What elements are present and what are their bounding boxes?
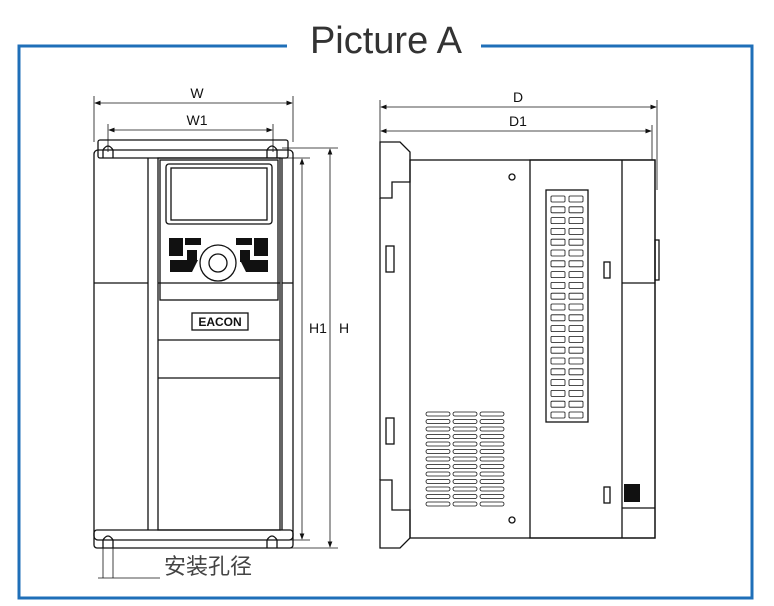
vent-slat bbox=[452, 434, 478, 439]
vent-slat bbox=[479, 486, 505, 492]
vent-slat bbox=[425, 449, 451, 454]
vent-slot bbox=[568, 238, 584, 246]
vent-slat bbox=[452, 486, 478, 492]
vent-slat bbox=[425, 441, 451, 447]
vent-slot bbox=[568, 325, 584, 333]
vent-slat bbox=[479, 471, 505, 477]
vent-slat bbox=[452, 441, 478, 447]
vent-slot bbox=[550, 195, 566, 203]
vent-slot bbox=[568, 314, 584, 322]
vent-slat bbox=[452, 456, 478, 462]
vent-slot bbox=[568, 281, 584, 289]
vent-slot bbox=[550, 335, 566, 343]
vent-slat bbox=[452, 464, 478, 469]
vent-slot bbox=[550, 303, 566, 311]
vent-slot bbox=[568, 271, 584, 279]
vent-slat bbox=[425, 464, 451, 469]
vent-slot bbox=[550, 292, 566, 300]
vent-slot bbox=[568, 379, 584, 387]
vent-slot bbox=[568, 217, 584, 225]
vent-slat bbox=[425, 434, 451, 439]
mount-hole-label: 安装孔径 bbox=[164, 555, 252, 580]
keypad bbox=[169, 238, 268, 282]
vent-slat bbox=[479, 434, 505, 439]
vent-slat bbox=[452, 411, 478, 417]
vent-slat bbox=[479, 456, 505, 462]
vent-slot bbox=[550, 314, 566, 322]
vent-slot bbox=[568, 206, 584, 214]
vent-slot bbox=[568, 411, 584, 419]
vent-slot bbox=[550, 357, 566, 365]
vent-slat bbox=[425, 501, 451, 507]
dim-w1-label: W1 bbox=[187, 112, 208, 128]
vent-slot bbox=[568, 389, 584, 397]
vent-slot bbox=[550, 368, 566, 376]
front-view: EACON W W1 H1 H 安装孔径 bbox=[93, 85, 349, 580]
vent-slot bbox=[568, 357, 584, 365]
vent-slat bbox=[425, 479, 451, 484]
vent-slat bbox=[425, 471, 451, 477]
vent-slat bbox=[452, 501, 478, 507]
vent-slat bbox=[452, 471, 478, 477]
vent-slot bbox=[550, 206, 566, 214]
vent-slat bbox=[452, 426, 478, 432]
vent-slot bbox=[550, 400, 566, 408]
vent-slot bbox=[550, 379, 566, 387]
vent-slat bbox=[425, 419, 451, 424]
vent-slat bbox=[479, 441, 505, 447]
vent-slot bbox=[568, 368, 584, 376]
vent-slot bbox=[568, 249, 584, 257]
vent-slot bbox=[568, 260, 584, 268]
frame-border bbox=[17, 44, 754, 600]
vent-slat bbox=[479, 494, 505, 499]
vent-slat bbox=[425, 486, 451, 492]
vent-slot bbox=[568, 346, 584, 354]
dim-h1-label: H1 bbox=[309, 320, 327, 336]
vent-slot bbox=[568, 195, 584, 203]
vent-slat bbox=[479, 464, 505, 469]
dim-d1-label: D1 bbox=[509, 113, 527, 129]
vent-slot bbox=[568, 292, 584, 300]
dim-d-label: D bbox=[513, 89, 523, 105]
vent-slat bbox=[479, 411, 505, 417]
vent-slat bbox=[452, 479, 478, 484]
vent-slat bbox=[479, 479, 505, 484]
vent-slot bbox=[550, 271, 566, 279]
picture-title: Picture A bbox=[310, 20, 463, 62]
vent-slat bbox=[452, 419, 478, 424]
vent-slats bbox=[425, 411, 505, 507]
vent-slat bbox=[479, 449, 505, 454]
vent-slot bbox=[568, 303, 584, 311]
vent-slot bbox=[550, 346, 566, 354]
brand-logo: EACON bbox=[198, 315, 241, 329]
vent-slot bbox=[550, 260, 566, 268]
vent-slot bbox=[550, 325, 566, 333]
dim-w-label: W bbox=[190, 85, 204, 101]
vent-slat bbox=[425, 494, 451, 499]
vent-slot bbox=[550, 227, 566, 235]
vent-slat bbox=[425, 456, 451, 462]
vent-slat bbox=[479, 426, 505, 432]
vent-slot bbox=[568, 227, 584, 235]
vent-grille bbox=[550, 195, 584, 419]
vent-slot bbox=[550, 249, 566, 257]
vent-slot bbox=[568, 335, 584, 343]
vent-slat bbox=[452, 494, 478, 499]
vent-slat bbox=[479, 501, 505, 507]
vent-slot bbox=[550, 389, 566, 397]
vent-slot bbox=[550, 217, 566, 225]
vent-slot bbox=[550, 411, 566, 419]
vent-slot bbox=[568, 400, 584, 408]
dim-h-label: H bbox=[339, 320, 349, 336]
side-view: D D1 bbox=[379, 89, 660, 549]
vent-slat bbox=[425, 411, 451, 417]
vent-slat bbox=[452, 449, 478, 454]
vent-slat bbox=[479, 419, 505, 424]
vent-slot bbox=[550, 281, 566, 289]
vent-slat bbox=[425, 426, 451, 432]
vent-slot bbox=[550, 238, 566, 246]
